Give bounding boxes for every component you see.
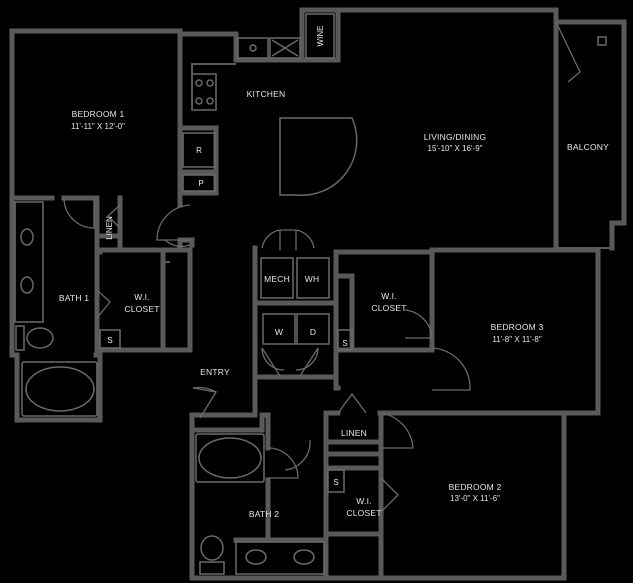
pantry — [182, 174, 216, 192]
refrigerator-label: R — [196, 146, 202, 155]
room-labels: BEDROOM 1 11'-11" X 12'-0" KITCHEN WINE … — [59, 26, 609, 519]
linen2-label: LINEN — [341, 428, 367, 438]
bath1-vanity — [14, 201, 44, 323]
bedroom1-label: BEDROOM 1 — [72, 109, 125, 119]
kitchen-counter — [269, 37, 301, 59]
bedroom2-label: BEDROOM 2 — [449, 482, 502, 492]
living-label: LIVING/DINING — [424, 132, 487, 142]
bath1-toilet — [26, 327, 54, 349]
kitchen-island — [279, 117, 358, 197]
bath1-label: BATH 1 — [59, 293, 89, 303]
bath1-shelf-label: S — [107, 336, 112, 345]
bath2-toilet — [200, 535, 224, 561]
doors — [63, 21, 581, 513]
entry-label: ENTRY — [200, 367, 230, 377]
kitchen-label: KITCHEN — [247, 89, 286, 99]
refrigerator — [182, 132, 216, 168]
closet3-shelf-label: S — [342, 339, 347, 348]
wine-rack — [305, 13, 335, 59]
bath2-tub — [195, 433, 265, 483]
bedroom3-dims: 11'-8" X 11'-8" — [492, 335, 542, 344]
wh-label: WH — [305, 274, 320, 284]
pantry-label: P — [198, 179, 203, 188]
closet2-label-2: CLOSET — [346, 508, 381, 518]
bath1-tub — [21, 361, 98, 417]
kitchen-sink — [237, 37, 269, 59]
windows — [20, 9, 599, 560]
fixtures — [14, 13, 607, 575]
mech-label: MECH — [264, 274, 290, 284]
closet2-label-1: W.I. — [356, 496, 371, 506]
bedroom2-dims: 13'-0" X 11'-6" — [450, 494, 500, 503]
bedroom1-dims: 11'-11" X 12'-0" — [71, 122, 125, 131]
closet1-label-1: W.I. — [134, 292, 149, 302]
washer-label: W — [275, 327, 283, 337]
bath2-label: BATH 2 — [249, 509, 279, 519]
living-dims: 15'-10" X 16'-9" — [428, 144, 483, 153]
balcony-label: BALCONY — [567, 142, 609, 152]
bedroom3-label: BEDROOM 3 — [491, 322, 544, 332]
stove — [191, 73, 217, 111]
closet3-label-1: W.I. — [381, 291, 396, 301]
linen1-label: LINEN — [105, 216, 114, 240]
dryer-label: D — [310, 327, 316, 337]
closet3-label-2: CLOSET — [371, 303, 406, 313]
interior-walls — [94, 125, 567, 581]
closet1-label-2: CLOSET — [124, 304, 159, 314]
exterior-walls — [9, 7, 627, 581]
bath2-vanity — [235, 541, 325, 575]
closet2-shelf-label: S — [333, 478, 338, 487]
wine-label: WINE — [316, 26, 325, 47]
